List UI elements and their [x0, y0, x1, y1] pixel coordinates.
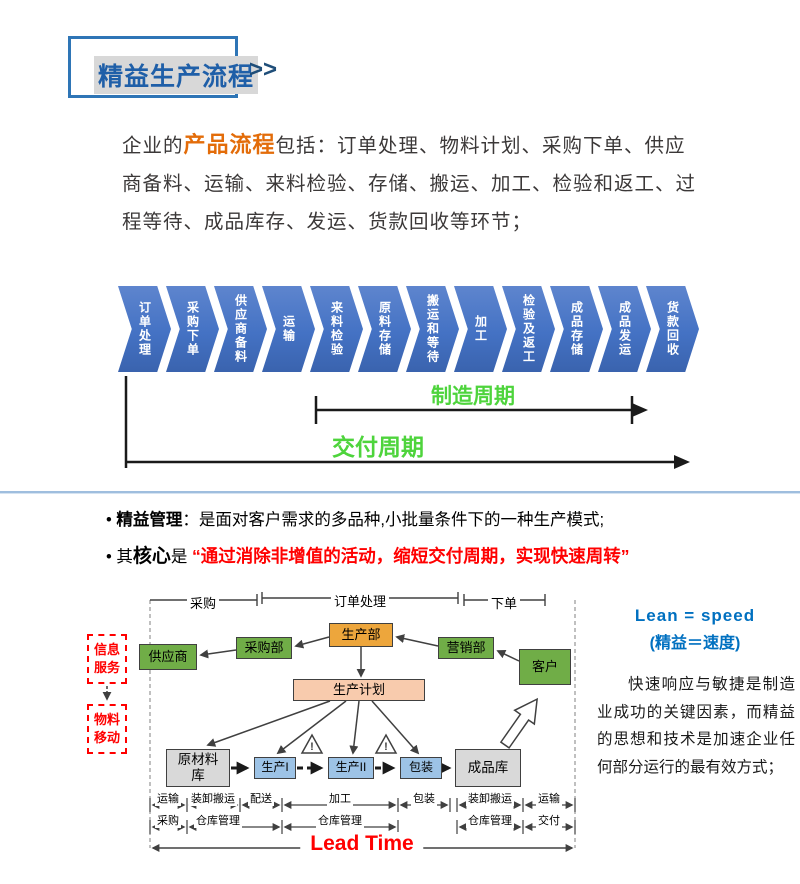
seg-load-unload-2: 装卸搬运	[466, 790, 514, 806]
flow-step: 原料存储	[358, 286, 411, 372]
box-production-plan: 生产计划	[293, 679, 425, 701]
seg-transport: 运输	[155, 790, 181, 806]
legend-material-move: 物料移动	[87, 704, 127, 754]
seg-packing: 包装	[411, 790, 437, 806]
seg-warehouse-mgmt-3: 仓库管理	[466, 812, 514, 828]
bullet-mark: •	[106, 511, 112, 529]
lean-headline-en: Lean = speed	[634, 606, 756, 625]
section-divider	[0, 491, 800, 494]
box-purchasing: 采购部	[236, 637, 292, 659]
box-production-2: 生产II	[328, 757, 374, 779]
box-supplier: 供应商	[139, 644, 197, 670]
bracket-label-place-order: 下单	[487, 593, 521, 612]
box-raw-warehouse: 原材料库	[166, 749, 230, 787]
arrow-head	[632, 403, 648, 417]
bullet1-term: 精益管理	[116, 511, 183, 529]
flow-step: 成品发运	[598, 286, 651, 372]
flow-step: 检验及返工	[502, 286, 555, 372]
bullet-core-idea: • 其核心是 “通过消除非增值的活动，缩短交付周期，实现快速周转”	[106, 541, 629, 568]
inventory-warning-icon	[374, 733, 398, 754]
intro-paragraph: 企业的产品流程包括：订单处理、物料计划、采购下单、供应商备料、运输、来料检验、存…	[122, 126, 702, 241]
inventory-warning-mark: !	[310, 741, 314, 753]
flow-step: 加工	[454, 286, 507, 372]
bullet1-text: ：是面对客户需求的多品种,小批量条件下的一种生产模式;	[182, 511, 605, 529]
flow-step: 来料检验	[310, 286, 363, 372]
flow-step: 成品存储	[550, 286, 603, 372]
page-title: 精益生产流程	[94, 56, 259, 94]
box-production: 生产部	[329, 623, 393, 647]
bracket-label-order-processing: 订单处理	[330, 591, 390, 610]
box-production-1: 生产I	[254, 757, 296, 779]
bullet2-quote: “通过消除非增值的活动，缩短交付周期，实现快速周转”	[191, 546, 630, 566]
flow-step: 运输	[262, 286, 315, 372]
bracket-label-procurement: 采购	[186, 593, 220, 612]
inventory-warning-mark: !	[384, 741, 388, 753]
intro-pre: 企业的	[122, 135, 184, 157]
box-packing: 包装	[400, 757, 442, 779]
seg-transport-2: 运输	[536, 790, 562, 806]
box-marketing: 营销部	[438, 637, 494, 659]
bullet2-mid: 是	[170, 548, 192, 566]
flow-step: 供应商备料	[214, 286, 267, 372]
seg-delivery: 配送	[248, 790, 274, 806]
box-customer: 客户	[519, 649, 571, 685]
bullet2-pre: 其	[116, 548, 133, 566]
flow-step: 订单处理	[118, 286, 171, 372]
manufacture-cycle-label: 制造周期	[431, 385, 515, 408]
seg-procurement: 采购	[155, 812, 181, 828]
lean-paragraph: 快速响应与敏捷是制造业成功的关键因素，而精益的思想和技术是加速企业任何部分运行的…	[597, 676, 795, 776]
shipment-block-arrow	[499, 697, 539, 749]
title-chevrons: >>	[249, 56, 278, 83]
bullet-mark: •	[106, 548, 112, 566]
inventory-warning-icon	[300, 733, 324, 754]
lean-headline-cn: (精益＝速度)	[649, 635, 741, 652]
flow-step: 搬运和等待	[406, 286, 459, 372]
seg-warehouse-mgmt: 仓库管理	[194, 812, 242, 828]
intro-rest: 包括：订单处理、物料计划、采购下单、供应商备料、运输、来料检验、存储、搬运、加工…	[122, 135, 697, 233]
box-finished-warehouse: 成品库	[455, 749, 521, 787]
seg-load-unload: 装卸搬运	[189, 790, 237, 806]
delivery-cycle-label: 交付周期	[332, 434, 424, 460]
bullet2-term: 核心	[132, 546, 171, 567]
bullet-lean-management: • 精益管理：是面对客户需求的多品种,小批量条件下的一种生产模式;	[106, 506, 604, 530]
flow-step: 货款回收	[646, 286, 699, 372]
legend-info-service: 信息服务	[87, 634, 127, 684]
seg-warehouse-mgmt-2: 仓库管理	[316, 812, 364, 828]
cycle-brackets	[124, 376, 690, 469]
info-arrows	[102, 634, 520, 755]
intro-highlight: 产品流程	[183, 132, 276, 157]
seg-processing: 加工	[327, 790, 353, 806]
lead-time-label: Lead Time	[300, 832, 424, 856]
process-flow: 订单处理 采购下单 供应商备料 运输 来料检验 原料存储 搬运和等待 加工 检验…	[118, 286, 699, 372]
value-stream-diagram: ! !	[0, 585, 800, 880]
seg-delivery-final: 交付	[536, 812, 562, 828]
arrow-head	[674, 455, 690, 469]
flow-step: 采购下单	[166, 286, 219, 372]
